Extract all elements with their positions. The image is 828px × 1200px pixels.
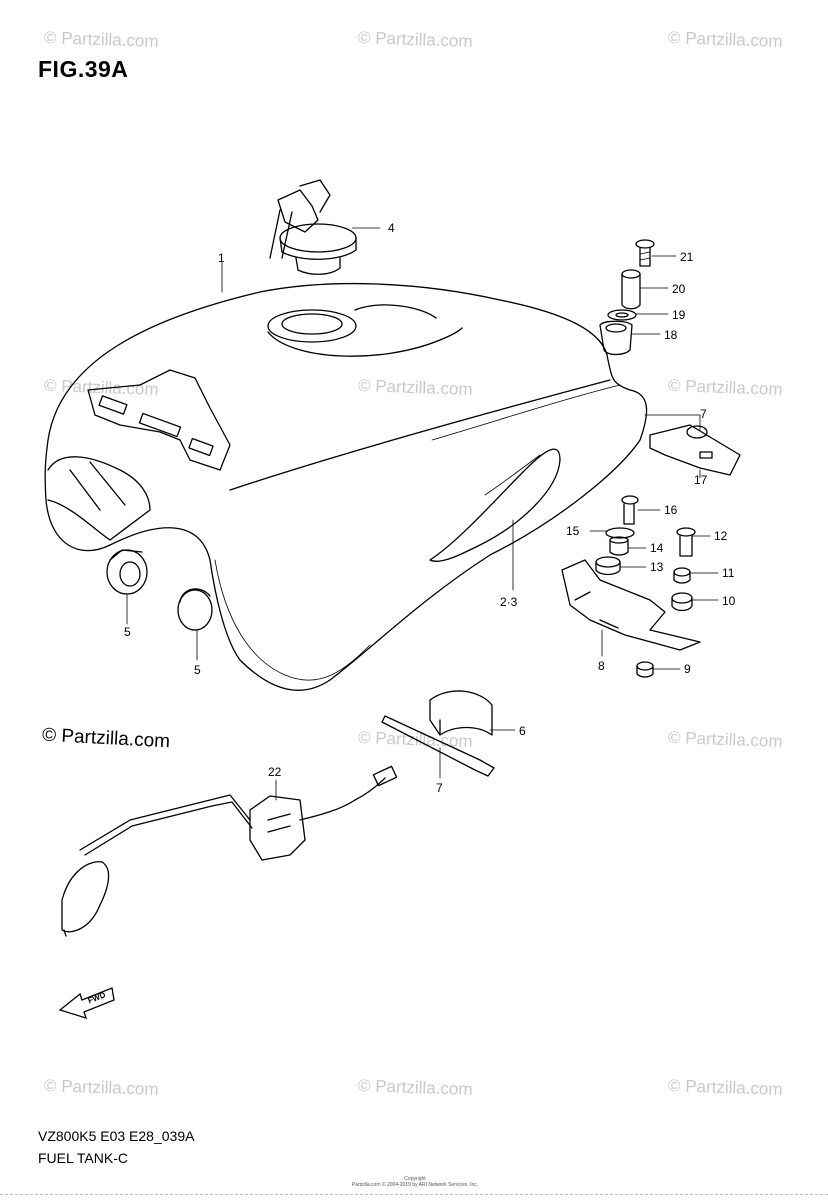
grommet-5 — [106, 549, 148, 595]
figure-title: FIG.39A — [38, 56, 129, 82]
callout-12: 12 — [714, 529, 728, 543]
float — [61, 861, 110, 933]
callout-8: 8 — [598, 659, 605, 673]
model-code: VZ800K5 E03 E28_039A — [38, 1128, 195, 1144]
bracket-8 — [561, 559, 701, 651]
fuel-tank — [44, 282, 648, 692]
callout-6: 6 — [519, 724, 526, 738]
leader-lines — [126, 227, 719, 801]
copyright-notice: Copyright Partzilla.com © 2004-2019 by A… — [330, 1176, 500, 1188]
bolt-12 — [676, 527, 696, 557]
callout-14: 14 — [650, 541, 664, 555]
callout-17: 17 — [694, 473, 708, 487]
cushion-10 — [671, 592, 693, 612]
callout-4: 4 — [388, 221, 395, 235]
copyright-line: Partzilla.com © 2004-2019 by ARI Network… — [351, 1182, 479, 1188]
callout-16: 16 — [664, 503, 678, 517]
cap-5 — [177, 588, 213, 631]
fwd-arrow-icon: FWD — [58, 987, 115, 1019]
fuel-cap — [269, 179, 357, 275]
callout-labels: 1 2·3 4 5 5 6 7 7 8 9 10 11 12 13 14 15 … — [124, 221, 736, 795]
bolt-16 — [621, 495, 639, 525]
callout-13: 13 — [650, 560, 664, 574]
collar-20 — [621, 269, 641, 310]
figure-caption: FUEL TANK-C — [38, 1150, 128, 1166]
collar-14 — [609, 536, 629, 556]
callout-2-3: 2·3 — [500, 595, 518, 609]
divider — [0, 1194, 828, 1195]
tank-emblem — [429, 448, 561, 562]
washer-19 — [607, 309, 637, 321]
callout-9: 9 — [684, 662, 691, 676]
callout-7: 7 — [700, 407, 707, 421]
fuel-gauge-22 — [61, 765, 398, 937]
callout-18: 18 — [664, 328, 678, 342]
callout-22: 22 — [268, 765, 282, 779]
callout-11: 11 — [722, 566, 735, 580]
callout-21: 21 — [680, 250, 694, 264]
washer-15 — [605, 527, 635, 539]
bracket-17 — [649, 424, 741, 476]
copyright-line: Copyright — [404, 1176, 426, 1182]
nut-11 — [673, 567, 691, 584]
cushion-6 — [429, 690, 493, 736]
band-7 — [381, 715, 495, 777]
cushion-13 — [595, 556, 621, 576]
callout-20: 20 — [672, 282, 686, 296]
callout-1: 1 — [218, 251, 225, 265]
nut-9 — [636, 661, 654, 678]
callout-19: 19 — [672, 308, 686, 322]
callout-15: 15 — [566, 524, 580, 538]
callout-7: 7 — [436, 781, 443, 795]
cushion-18 — [599, 320, 633, 356]
bolt-21 — [635, 239, 655, 267]
callout-5: 5 — [124, 625, 131, 639]
callout-5: 5 — [194, 663, 201, 677]
callout-10: 10 — [722, 594, 736, 608]
